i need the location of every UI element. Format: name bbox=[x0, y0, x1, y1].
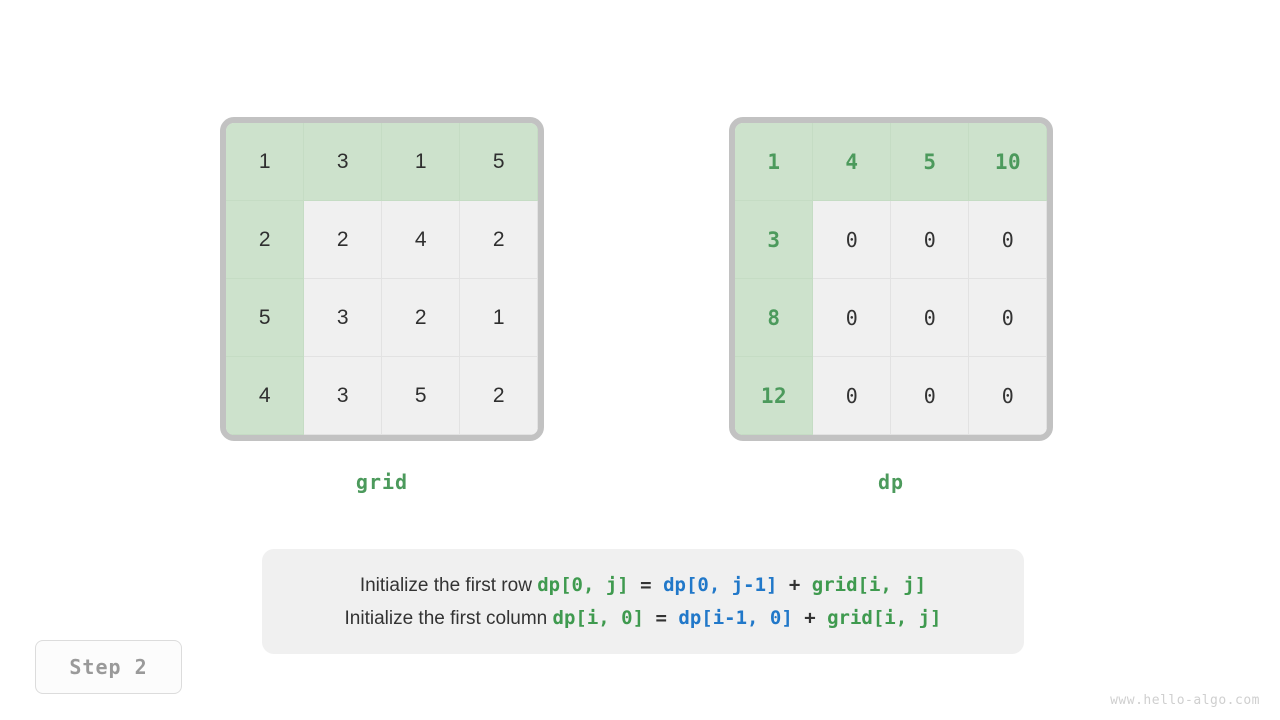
caption-code-green: grid[i, j] bbox=[811, 573, 927, 596]
matrix-cell: 4 bbox=[813, 123, 891, 201]
caption-code-blue: dp[0, j-1] bbox=[663, 573, 778, 596]
formula-caption-box: Initialize the first row dp[0, j] = dp[0… bbox=[262, 549, 1024, 654]
matrix-cell: 2 bbox=[460, 357, 538, 435]
caption-code-green: grid[i, j] bbox=[827, 606, 942, 629]
matrix-cell: 3 bbox=[304, 279, 382, 357]
matrix-cell: 2 bbox=[304, 201, 382, 279]
matrix-cell: 2 bbox=[460, 201, 538, 279]
matrix-cell: 2 bbox=[226, 201, 304, 279]
matrix-cell: 4 bbox=[382, 201, 460, 279]
matrix-cell: 0 bbox=[969, 201, 1047, 279]
caption-code-green: dp[0, j] bbox=[537, 573, 629, 596]
caption-code-dark: + bbox=[792, 606, 828, 629]
caption-line-first-column: Initialize the first column dp[i, 0] = d… bbox=[345, 607, 942, 630]
matrix-cell: 0 bbox=[813, 201, 891, 279]
caption-code-dark: = bbox=[644, 606, 679, 629]
matrix-cell: 1 bbox=[382, 123, 460, 201]
matrix-cell: 12 bbox=[735, 357, 813, 435]
matrix-cell: 3 bbox=[735, 201, 813, 279]
matrix-cell: 5 bbox=[382, 357, 460, 435]
grid-matrix-label: grid bbox=[355, 470, 409, 494]
matrix-cell: 0 bbox=[813, 279, 891, 357]
caption-line-first-row: Initialize the first row dp[0, j] = dp[0… bbox=[360, 574, 926, 597]
matrix-cell: 1 bbox=[460, 279, 538, 357]
matrix-cell: 0 bbox=[969, 279, 1047, 357]
matrix-cell: 0 bbox=[813, 357, 891, 435]
watermark: www.hello-algo.com bbox=[1110, 693, 1260, 708]
matrix-cell: 5 bbox=[226, 279, 304, 357]
matrix-cell: 10 bbox=[969, 123, 1047, 201]
caption-code-dark: = bbox=[628, 573, 664, 596]
caption-text: Initialize the first row bbox=[359, 574, 538, 596]
caption-code-dark: + bbox=[777, 573, 812, 596]
matrix-cell: 0 bbox=[891, 201, 969, 279]
matrix-cell: 5 bbox=[891, 123, 969, 201]
caption-code-blue: dp[i-1, 0] bbox=[678, 606, 793, 629]
matrix-cell: 3 bbox=[304, 123, 382, 201]
matrix-cell: 8 bbox=[735, 279, 813, 357]
matrix-cell: 1 bbox=[226, 123, 304, 201]
matrix-cell: 0 bbox=[891, 279, 969, 357]
matrix-cell: 5 bbox=[460, 123, 538, 201]
matrix-cell: 2 bbox=[382, 279, 460, 357]
caption-code-green: dp[i, 0] bbox=[552, 606, 645, 629]
caption-text: Initialize the first column bbox=[344, 607, 553, 629]
step-badge: Step 2 bbox=[35, 640, 182, 694]
matrix-cell: 1 bbox=[735, 123, 813, 201]
matrix-cell: 0 bbox=[891, 357, 969, 435]
matrix-cell: 4 bbox=[226, 357, 304, 435]
matrix-cell: 0 bbox=[969, 357, 1047, 435]
matrix-cell: 3 bbox=[304, 357, 382, 435]
dp-matrix-label: dp bbox=[877, 470, 905, 494]
